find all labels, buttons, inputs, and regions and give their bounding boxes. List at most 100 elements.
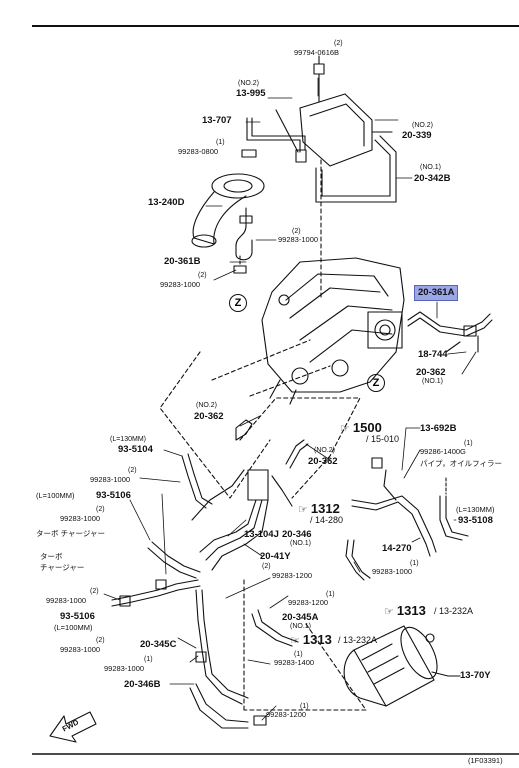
note-20-346: (NO.1) [290, 540, 311, 547]
japanese-oil-filler-pipe: パイプ，オイルフィラー [420, 459, 502, 468]
part-number-20-345c: 20-345C [140, 639, 177, 650]
qty-99283-1200-c: (1) [300, 703, 309, 710]
part-number-20-345a: 20-345A [282, 612, 319, 623]
reference-1313-right: 1313 [396, 603, 426, 618]
hose-20-345a-part [251, 613, 293, 647]
hose-93-5106-part [147, 547, 197, 579]
part-number-13-240d: 13-240D [148, 197, 185, 208]
qty-99283-1200-b: (1) [326, 591, 335, 598]
qty-99283-1200-a: (2) [262, 563, 271, 570]
reference-1312-sub: / 14-280 [310, 515, 344, 525]
reference-mark-z-right: Z [367, 374, 385, 392]
qty-99283-1400: (1) [294, 651, 303, 658]
part-number-93-5104: 93-5104 [118, 444, 153, 455]
length-93-5108: (L=130MM) [456, 505, 495, 514]
part-number-99283-0800: 99283-0800 [178, 147, 219, 156]
japanese-turbo-b: チャージャー [40, 563, 85, 572]
qty-99283-1000-d: (2) [96, 506, 105, 513]
reference-book-icon: ☞ [384, 606, 397, 618]
part-number-20-361b: 20-361B [164, 256, 201, 267]
hose-20-362-center-part [285, 439, 305, 465]
part-number-20-41y: 20-41Y [260, 551, 291, 562]
part-number-13-707: 13-707 [202, 115, 232, 126]
hose-20-345c-part [195, 589, 243, 705]
part-number-13-995: 13-995 [236, 88, 266, 99]
part-number-99283-1000-h: 99283-1000 [104, 664, 145, 673]
part-number-99283-1000-b: 99283-1000 [160, 280, 201, 289]
note-20-362-center: (NO.2) [314, 447, 335, 454]
reference-1500-icon-link[interactable]: ☞ 1500 [340, 420, 382, 436]
reference-1500-sub: / 15-010 [366, 434, 400, 444]
part-number-99283-1000-d: 99283-1000 [60, 514, 101, 523]
part-number-99283-1000-e: 99283-1000 [46, 596, 87, 605]
reference-1313-center-icon-link[interactable]: ☞ 1313 [290, 632, 332, 648]
dashed-box-right [239, 397, 361, 499]
reference-book-icon: ☞ [340, 423, 353, 435]
part-number-99283-1200-a: 99283-1200 [272, 571, 313, 580]
part-number-99283-1400: 99283-1400 [274, 658, 315, 667]
note-13-995: (NO.2) [238, 80, 259, 87]
leader-lines [103, 77, 477, 721]
hose-93-5104-part [181, 455, 207, 509]
part-number-20-339: 20-339 [402, 130, 432, 141]
qty-99283-1000-a: (2) [292, 228, 301, 235]
note-20-362-mid: (NO.2) [196, 402, 217, 409]
hose-20-361a-part [407, 311, 491, 331]
part-number-93-5106-b: 93-5106 [60, 611, 95, 622]
hose-20-361b-part [235, 207, 253, 261]
part-number-99286-1400g: 99286-1400G [420, 447, 466, 456]
reference-1313-right-icon-link[interactable]: ☞ 1313 [384, 603, 426, 619]
reference-1313-center: 1313 [302, 632, 332, 647]
part-number-99283-1200-c: 99283-1200 [266, 710, 307, 719]
qty-99794: (2) [334, 40, 343, 47]
hose-20-342b-part [321, 139, 391, 197]
part-number-20-362-mid: 20-362 [194, 411, 224, 422]
part-number-99283-1000-a: 99283-1000 [278, 235, 319, 244]
part-number-20-362-right: 20-362 [416, 367, 446, 378]
part-number-99283-1000-f: 99283-1000 [372, 567, 413, 576]
qty-99283-1000-c: (2) [128, 467, 137, 474]
qty-99283-1000-b: (2) [198, 272, 207, 279]
part-number-13-104j: 13-104J [244, 529, 279, 540]
fwd-arrow [49, 711, 97, 743]
part-number-20-342b: 20-342B [414, 173, 451, 184]
note-20-345a: (NO.1) [290, 623, 311, 630]
dashed-box-left [159, 351, 271, 499]
part-number-13-70y: 13-70Y [460, 670, 491, 681]
hose-20-346b-part [195, 683, 249, 723]
hose-20-362-mid-part [235, 419, 253, 441]
note-20-339: (NO.2) [412, 122, 433, 129]
bolt-99794-part [313, 55, 325, 97]
part-number-14-270: 14-270 [382, 543, 412, 554]
hose-13-707-part [246, 117, 301, 153]
part-number-99794-0616b: 99794-0616B [294, 48, 340, 57]
reference-1500: 1500 [352, 420, 382, 435]
qty-99283-1000-h: (1) [144, 656, 153, 663]
pipe-assembly-13-104j-part [191, 469, 293, 571]
part-number-20-361a-highlighted[interactable]: 20-361A [414, 285, 459, 301]
oil-filler-pipe-part [351, 457, 469, 557]
reference-1312-icon-link[interactable]: ☞ 1312 [298, 501, 340, 517]
intake-pipe-13-240d-part [191, 173, 265, 248]
hose-20-346-part [345, 539, 365, 581]
part-number-99283-1200-b: 99283-1200 [288, 598, 329, 607]
reference-1312: 1312 [310, 501, 340, 516]
part-number-20-346: 20-346 [282, 529, 312, 540]
part-number-99283-1000-g: 99283-1000 [60, 645, 101, 654]
engine-block-part [261, 257, 405, 405]
qty-99283-0800: (1) [216, 139, 225, 146]
connector-13-995-part [275, 109, 299, 153]
reference-mark-z-top: Z [229, 294, 247, 312]
starter-motor-13-70y-part [343, 625, 461, 707]
separator-20-339-part [299, 93, 393, 167]
part-number-13-692b: 13-692B [420, 423, 457, 434]
qty-99283-1000-e: (2) [90, 588, 99, 595]
part-number-20-362-center: 20-362 [308, 456, 338, 467]
qty-99283-1000-g: (2) [96, 637, 105, 644]
part-number-93-5108: 93-5108 [458, 515, 493, 526]
japanese-turbo-charger-1: ターボ チャージャー [36, 529, 105, 538]
qty-99283-1000-f: (1) [410, 560, 419, 567]
dashed-frame-starter [243, 623, 367, 711]
reference-book-icon: ☞ [298, 504, 311, 516]
reference-book-icon: ☞ [290, 635, 303, 647]
